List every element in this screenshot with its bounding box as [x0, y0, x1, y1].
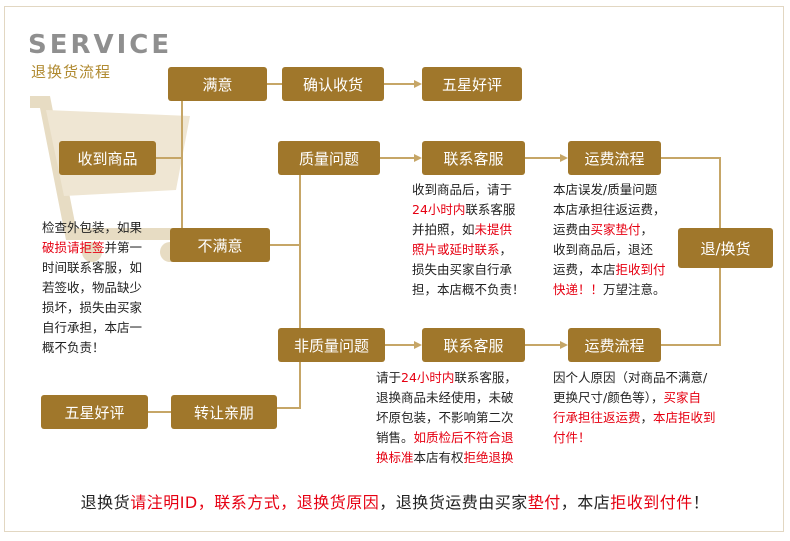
- note-text: ，: [641, 222, 654, 237]
- note-line: 运费由买家垫付，: [553, 220, 679, 240]
- note-line: 并拍照，如未提供: [412, 220, 552, 240]
- note-text: 担，本店概不负责！: [412, 282, 525, 297]
- note-highlight: 24小时内: [412, 202, 465, 217]
- non-quality-shipping-note: 因个人原因（对商品不满意/更换尺寸/颜色等），买家自行承担往返运费，本店拒收到付…: [553, 368, 753, 448]
- return-exchange-node: 退/换货: [678, 228, 773, 268]
- note-line: 本店误发/质量问题: [553, 180, 679, 200]
- note-line: 换标准本店有权拒绝退换: [376, 448, 546, 468]
- note-text: 本店承担往返运费，: [553, 202, 666, 217]
- five-star-review-node-bottom: 五星好评: [41, 395, 148, 429]
- note-text: 并第一: [105, 240, 143, 255]
- note-text: 联系客服，: [454, 370, 517, 385]
- satisfied-node: 满意: [168, 67, 267, 101]
- confirm-receipt-node: 确认收货: [282, 67, 384, 101]
- non-quality-contact-note: 请于24小时内联系客服，退换商品未经使用，未破坏原包装，不影响第二次销售。如质检…: [376, 368, 546, 468]
- note-text: 收到商品后，退还: [553, 242, 653, 257]
- note-line: 收到商品后，请于: [412, 180, 552, 200]
- note-text: 概不负责！: [42, 340, 105, 355]
- note-line: 损坏，损失由买家: [42, 298, 170, 318]
- note-line: 照片或延时联系，: [412, 240, 552, 260]
- note-highlight: 买家垫付: [591, 222, 641, 237]
- return-policy-footer: 退换货请注明ID，联系方式，退换货原因，退换货运费由买家垫付，本店拒收到付件！: [0, 489, 790, 513]
- contact-service-node-non-quality: 联系客服: [422, 328, 525, 362]
- quality-issue-node: 质量问题: [278, 141, 380, 175]
- note-text: 联系客服: [465, 202, 515, 217]
- note-line: 运费，本店拒收到付: [553, 260, 679, 280]
- note-text: 损坏，损失由买家: [42, 300, 142, 315]
- note-line: 坏原包装，不影响第二次: [376, 408, 546, 428]
- note-line: 24小时内联系客服: [412, 200, 552, 220]
- note-line: 若签收，物品缺少: [42, 278, 170, 298]
- note-highlight: 拒绝退换: [464, 450, 514, 465]
- note-line: 销售。如质检后不符合退: [376, 428, 546, 448]
- note-line: 请于24小时内联系客服，: [376, 368, 546, 388]
- note-highlight: 拒收到付: [616, 262, 666, 277]
- note-highlight: 换标准: [376, 450, 414, 465]
- note-line: 付件！: [553, 428, 753, 448]
- footer-highlight: 垫付: [528, 493, 561, 512]
- note-text: 运费由: [553, 222, 591, 237]
- note-text: 本店有权: [414, 450, 464, 465]
- note-highlight: 本店拒收到: [653, 410, 716, 425]
- footer-text: ，退换货运费由买家: [379, 493, 528, 512]
- footer-highlight: 拒收到付件: [610, 493, 693, 512]
- note-text: 时间联系客服，如: [42, 260, 142, 275]
- contact-service-node-quality: 联系客服: [422, 141, 525, 175]
- note-line: 检查外包装，如果: [42, 218, 170, 238]
- shipping-process-node-non-quality: 运费流程: [568, 328, 661, 362]
- note-line: 时间联系客服，如: [42, 258, 170, 278]
- note-highlight: 照片或延时联系: [412, 242, 500, 257]
- note-highlight: 快递！！: [553, 282, 603, 297]
- note-line: 因个人原因（对商品不满意/: [553, 368, 753, 388]
- note-line: 担，本店概不负责！: [412, 280, 552, 300]
- note-text: 退换商品未经使用，未破: [376, 390, 514, 405]
- note-text: ，: [500, 242, 513, 257]
- note-highlight: 行承担往返运费: [553, 410, 641, 425]
- note-text: 收到商品后，请于: [412, 182, 512, 197]
- footer-text: 退换货: [81, 493, 131, 512]
- note-highlight: 未提供: [475, 222, 513, 237]
- note-line: 行承担往返运费，本店拒收到: [553, 408, 753, 428]
- note-text: 自行承担，本店一: [42, 320, 142, 335]
- footer-text: ！: [693, 493, 710, 512]
- note-text: ，: [641, 410, 654, 425]
- note-text: 损失由买家自行承: [412, 262, 512, 277]
- non-quality-issue-node: 非质量问题: [278, 328, 385, 362]
- note-line: 自行承担，本店一: [42, 318, 170, 338]
- note-text: 并拍照，如: [412, 222, 475, 237]
- note-highlight: 如质检后不符合退: [414, 430, 514, 445]
- note-text: 运费，本店: [553, 262, 616, 277]
- transfer-to-friends-node: 转让亲朋: [171, 395, 277, 429]
- unsatisfied-node: 不满意: [170, 228, 270, 262]
- note-text: 更换尺寸/颜色等），: [553, 390, 663, 405]
- note-line: 损失由买家自行承: [412, 260, 552, 280]
- note-highlight: 买家自: [663, 390, 701, 405]
- note-text: 因个人原因（对商品不满意/: [553, 370, 707, 385]
- note-line: 破损请拒签并第一: [42, 238, 170, 258]
- footer-text: ，本店: [561, 493, 611, 512]
- note-text: 坏原包装，不影响第二次: [376, 410, 514, 425]
- note-line: 快递！！万望注意。: [553, 280, 679, 300]
- note-highlight: 付件！: [553, 430, 591, 445]
- received-goods-node: 收到商品: [59, 141, 156, 175]
- note-text: 万望注意。: [603, 282, 666, 297]
- note-highlight: 24小时内: [401, 370, 454, 385]
- note-text: 若签收，物品缺少: [42, 280, 142, 295]
- note-text: 销售。: [376, 430, 414, 445]
- note-text: 检查外包装，如果: [42, 220, 142, 235]
- note-highlight: 破损请拒签: [42, 240, 105, 255]
- quality-shipping-note: 本店误发/质量问题本店承担往返运费，运费由买家垫付，收到商品后，退还运费，本店拒…: [553, 180, 679, 300]
- note-line: 退换商品未经使用，未破: [376, 388, 546, 408]
- footer-highlight: 请注明ID，联系方式，退换货原因: [130, 493, 379, 512]
- note-text: 本店误发/质量问题: [553, 182, 657, 197]
- note-line: 收到商品后，退还: [553, 240, 679, 260]
- five-star-review-node-top: 五星好评: [422, 67, 522, 101]
- inspect-package-note: 检查外包装，如果破损请拒签并第一时间联系客服，如若签收，物品缺少损坏，损失由买家…: [42, 218, 170, 358]
- note-line: 更换尺寸/颜色等），买家自: [553, 388, 753, 408]
- shipping-process-node-quality: 运费流程: [568, 141, 661, 175]
- note-line: 本店承担往返运费，: [553, 200, 679, 220]
- note-line: 概不负责！: [42, 338, 170, 358]
- note-text: 请于: [376, 370, 401, 385]
